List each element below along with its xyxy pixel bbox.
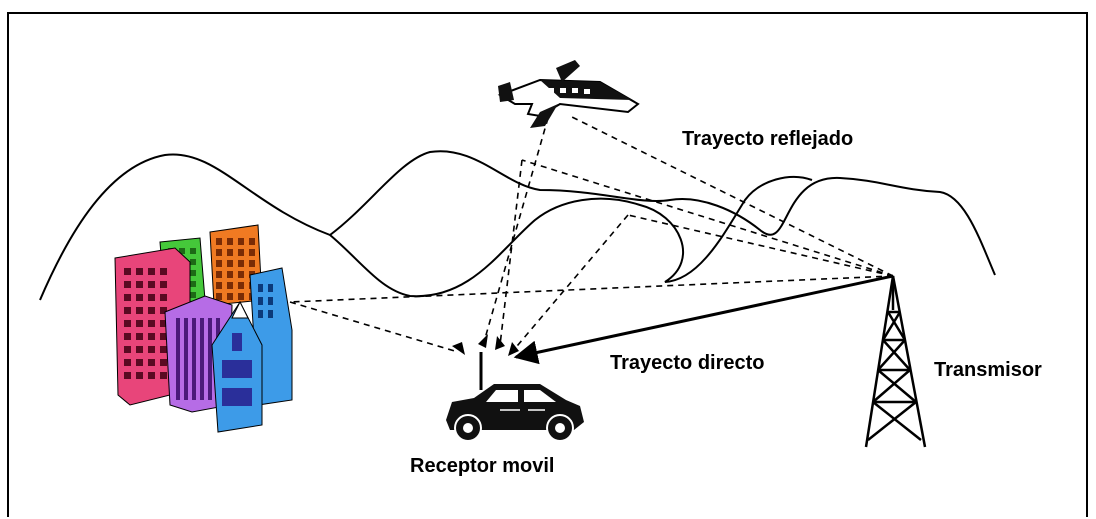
path-hill-right-to-car xyxy=(511,214,629,353)
path-tx-to-plane xyxy=(571,116,894,277)
airplane-icon xyxy=(497,60,640,128)
direct-path-label: Trayecto directo xyxy=(610,352,765,374)
mobile-receiver-label: Receptor movil xyxy=(410,455,555,477)
mountain-ridge-back xyxy=(39,150,996,301)
mountain-ridge-front xyxy=(329,175,813,298)
transmitter-tower-icon xyxy=(864,275,927,448)
direct-path-arrow xyxy=(513,274,894,365)
diagram-frame xyxy=(7,12,1088,517)
reflected-paths xyxy=(289,116,894,353)
arrowhead-hill-car xyxy=(495,336,505,350)
transmitter-label: Transmisor xyxy=(934,359,1042,381)
arrowhead-hill-right-car xyxy=(508,342,519,356)
path-plane-to-car xyxy=(483,117,549,343)
path-tx-to-hill-top xyxy=(521,159,894,277)
path-tx-to-buildings xyxy=(289,275,894,303)
arrowhead-plane-car xyxy=(478,334,488,348)
path-hill-to-car xyxy=(499,159,523,346)
path-tx-to-hill-right xyxy=(627,214,894,277)
path-buildings-to-car xyxy=(289,301,459,353)
city-buildings-icon xyxy=(114,224,293,433)
arrowhead-buildings-car xyxy=(452,342,465,355)
reflected-arrowheads xyxy=(452,334,519,356)
reflected-path-label: Trayecto reflejado xyxy=(682,128,854,150)
car-icon xyxy=(446,352,584,442)
